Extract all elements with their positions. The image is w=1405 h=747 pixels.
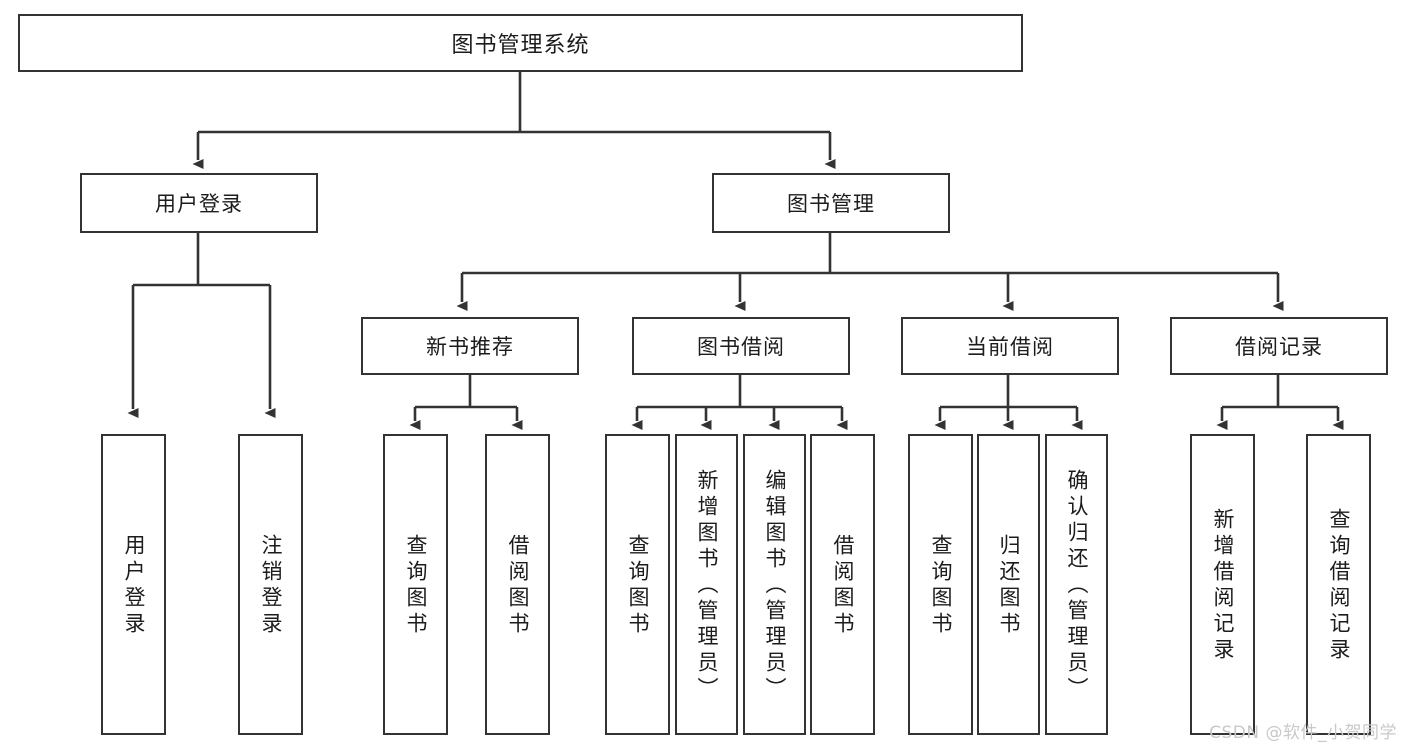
- node-label: 图书管理系统: [451, 33, 590, 58]
- node-label: 借阅记录: [1235, 335, 1323, 359]
- leaf-borrow-book-1[interactable]: 借阅图书: [485, 434, 550, 735]
- node-book-manage[interactable]: 图书管理: [712, 173, 950, 233]
- leaf-edit-book[interactable]: 编辑图书（管理员）: [743, 434, 806, 735]
- leaf-user-login[interactable]: 用户登录: [101, 434, 166, 735]
- node-label: 查询图书: [929, 533, 953, 638]
- leaf-logout[interactable]: 注销登录: [238, 434, 303, 735]
- node-label: 图书借阅: [697, 335, 785, 359]
- leaf-return-book[interactable]: 归还图书: [977, 434, 1040, 735]
- node-label: 新书推荐: [426, 335, 514, 359]
- node-book-borrow[interactable]: 图书借阅: [632, 317, 850, 375]
- node-user-login[interactable]: 用户登录: [80, 173, 318, 233]
- node-label: 新增借阅记录: [1211, 507, 1235, 664]
- node-label: 图书管理: [787, 192, 875, 216]
- node-label: 查询图书: [404, 533, 428, 638]
- node-borrow-record[interactable]: 借阅记录: [1170, 317, 1388, 375]
- node-label: 当前借阅: [966, 335, 1054, 359]
- leaf-query-book-1[interactable]: 查询图书: [383, 434, 448, 735]
- leaf-add-record[interactable]: 新增借阅记录: [1190, 434, 1255, 735]
- node-current-borrow[interactable]: 当前借阅: [901, 317, 1119, 375]
- leaf-borrow-book-2[interactable]: 借阅图书: [810, 434, 875, 735]
- node-label: 借阅图书: [506, 533, 530, 638]
- node-root-book-management-system[interactable]: 图书管理系统: [18, 14, 1023, 72]
- node-label: 确认归还（管理员）: [1065, 468, 1089, 703]
- leaf-confirm-return[interactable]: 确认归还（管理员）: [1045, 434, 1108, 735]
- watermark-text: CSDN @软件_小贺同学: [1209, 723, 1397, 743]
- leaf-query-record[interactable]: 查询借阅记录: [1306, 434, 1371, 735]
- node-label: 查询图书: [626, 533, 650, 638]
- leaf-query-book-2[interactable]: 查询图书: [605, 434, 670, 735]
- leaf-add-book[interactable]: 新增图书（管理员）: [675, 434, 738, 735]
- node-label: 用户登录: [122, 533, 146, 638]
- node-label: 注销登录: [259, 533, 283, 638]
- node-label: 用户登录: [155, 192, 243, 216]
- node-label: 归还图书: [997, 533, 1021, 638]
- node-new-book-recommend[interactable]: 新书推荐: [361, 317, 579, 375]
- node-label: 编辑图书（管理员）: [763, 468, 787, 703]
- node-label: 新增图书（管理员）: [695, 468, 719, 703]
- node-label: 查询借阅记录: [1327, 507, 1351, 664]
- node-label: 借阅图书: [831, 533, 855, 638]
- leaf-query-book-3[interactable]: 查询图书: [908, 434, 973, 735]
